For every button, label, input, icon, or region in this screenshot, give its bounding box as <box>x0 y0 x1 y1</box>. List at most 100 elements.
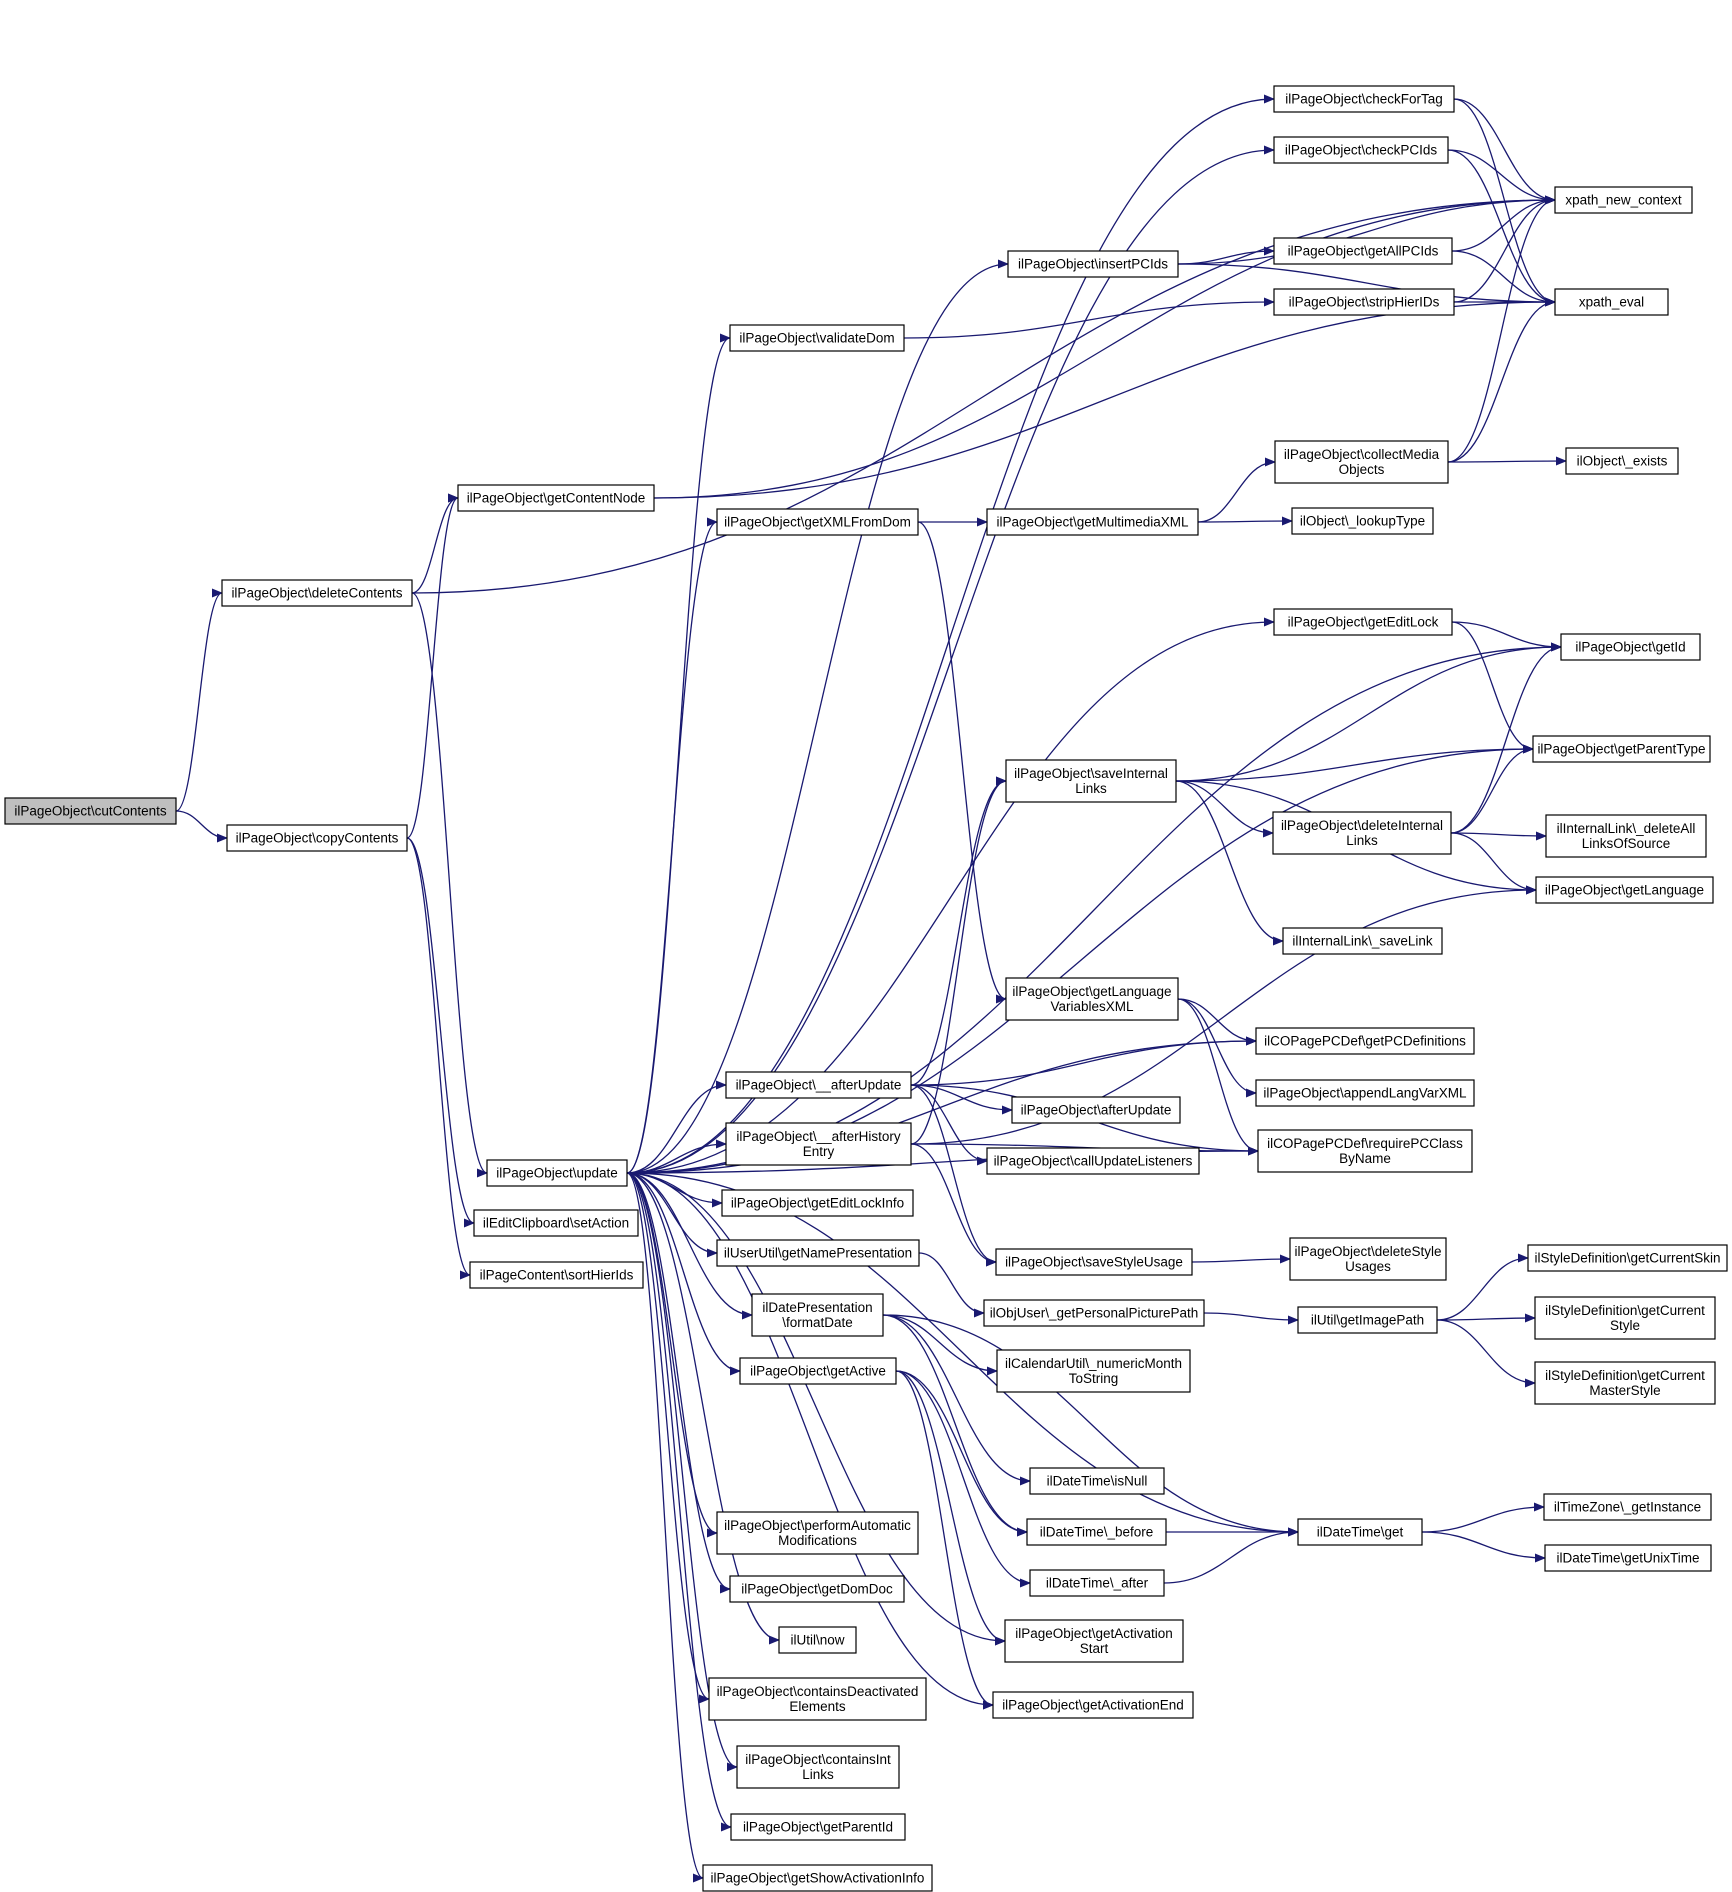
node-perform-automatic-modifications[interactable]: ilPageObject\performAutomaticModificatio… <box>716 1511 919 1555</box>
node-get-multimedia-xml[interactable]: ilPageObject\getMultimediaXML <box>986 508 1199 536</box>
node-insert-pcids[interactable]: ilPageObject\insertPCIds <box>1007 250 1179 278</box>
node-label: ilCOPagePCDef\requirePCClass <box>1267 1136 1463 1151</box>
node-save-link[interactable]: ilInternalLink\_saveLink <box>1282 927 1443 955</box>
node-box <box>1273 608 1453 636</box>
edge-update-to-check-for-tag <box>626 94 1275 1174</box>
edge-get-language-variables-xml-to-append-lang-var-xml <box>1177 998 1257 1098</box>
node-get-image-path[interactable]: ilUtil\getImagePath <box>1297 1306 1438 1334</box>
node-get-id[interactable]: ilPageObject\getId <box>1560 633 1701 661</box>
node-label: ilPageObject\copyContents <box>236 831 399 846</box>
edge-format-date-to-numeric-month-to-string <box>882 1314 998 1376</box>
node-format-date[interactable]: ilDatePresentation\formatDate <box>751 1293 884 1337</box>
node-xpath-eval[interactable]: xpath_eval <box>1554 288 1669 316</box>
node-obj-exists[interactable]: ilObject\_exists <box>1565 447 1679 475</box>
edge-get-personal-picture-path-to-get-image-path <box>1203 1312 1299 1325</box>
edge-copy-contents-to-sort-hier-ids <box>406 837 471 1280</box>
node-call-update-listeners[interactable]: ilPageObject\callUpdateListeners <box>986 1147 1200 1175</box>
node-box <box>1291 507 1434 535</box>
node-private-after-update[interactable]: ilPageObject\__afterUpdate <box>725 1071 912 1099</box>
node-get-edit-lock[interactable]: ilPageObject\getEditLock <box>1273 608 1453 636</box>
node-label: ByName <box>1339 1151 1391 1166</box>
node-delete-contents[interactable]: ilPageObject\deleteContents <box>221 579 413 607</box>
edge-get-image-path-to-get-current-style <box>1436 1313 1536 1323</box>
node-lookup-type[interactable]: ilObject\_lookupType <box>1291 507 1434 535</box>
node-box <box>1273 136 1449 164</box>
node-check-for-tag[interactable]: ilPageObject\checkForTag <box>1273 85 1455 113</box>
edge-update-to-get-activation-end <box>626 1172 994 1710</box>
node-label: ilPageObject\__afterUpdate <box>736 1078 902 1093</box>
edges-layer <box>175 94 1567 1883</box>
node-box <box>736 1745 900 1789</box>
edge-update-to-private-after-history-entry <box>626 1139 727 1174</box>
node-check-pcids[interactable]: ilPageObject\checkPCIds <box>1273 136 1449 164</box>
node-get-parent-type[interactable]: ilPageObject\getParentType <box>1532 735 1711 763</box>
node-get-active[interactable]: ilPageObject\getActive <box>739 1357 897 1385</box>
node-get-content-node[interactable]: ilPageObject\getContentNode <box>457 484 655 512</box>
node-get-language[interactable]: ilPageObject\getLanguage <box>1535 876 1714 904</box>
node-append-lang-var-xml[interactable]: ilPageObject\appendLangVarXML <box>1255 1079 1475 1107</box>
node-box <box>716 508 919 536</box>
edge-get-active-to-before <box>895 1370 1028 1537</box>
node-save-style-usage[interactable]: ilPageObject\saveStyleUsage <box>995 1248 1193 1276</box>
edge-private-after-update-to-call-update-listeners <box>910 1084 988 1166</box>
node-copy-contents[interactable]: ilPageObject\copyContents <box>226 824 408 852</box>
node-get-activation-end[interactable]: ilPageObject\getActivationEnd <box>992 1691 1194 1719</box>
node-after[interactable]: ilDateTime\_after <box>1029 1569 1165 1597</box>
node-label: ilStyleDefinition\getCurrentSkin <box>1534 1251 1720 1266</box>
node-get-parent-id[interactable]: ilPageObject\getParentId <box>730 1813 906 1841</box>
node-box <box>996 1349 1191 1393</box>
node-get-unix-time[interactable]: ilDateTime\getUnixTime <box>1544 1544 1712 1572</box>
node-get-current-skin[interactable]: ilStyleDefinition\getCurrentSkin <box>1527 1244 1728 1272</box>
node-sort-hier-ids[interactable]: ilPageContent\sortHierIds <box>469 1261 644 1289</box>
edge-delete-contents-to-xpath-new-context <box>411 195 1556 594</box>
node-label: ilPageObject\deleteContents <box>231 586 402 601</box>
node-label: ilPageContent\sortHierIds <box>480 1268 634 1283</box>
node-box <box>751 1293 884 1337</box>
node-get-dom-doc[interactable]: ilPageObject\getDomDoc <box>729 1575 905 1603</box>
node-validate-dom[interactable]: ilPageObject\validateDom <box>729 324 905 352</box>
node-strip-hier-ids[interactable]: ilPageObject\stripHierIDs <box>1273 288 1455 316</box>
node-get-personal-picture-path[interactable]: ilObjUser\_getPersonalPicturePath <box>983 1299 1205 1327</box>
node-label: ilUserUtil\getNamePresentation <box>724 1246 912 1261</box>
node-get-xmlfrom-dom[interactable]: ilPageObject\getXMLFromDom <box>716 508 919 536</box>
node-box <box>1029 1467 1165 1495</box>
node-get-edit-lock-info[interactable]: ilPageObject\getEditLockInfo <box>721 1189 914 1217</box>
node-xpath-new-context[interactable]: xpath_new_context <box>1554 186 1693 214</box>
node-before[interactable]: ilDateTime\_before <box>1026 1518 1167 1546</box>
edge-copy-contents-to-set-action <box>406 837 475 1228</box>
node-label: ilUtil\now <box>790 1633 844 1648</box>
node-is-null[interactable]: ilDateTime\isNull <box>1029 1467 1165 1495</box>
node-box <box>729 1575 905 1603</box>
node-after-update[interactable]: ilPageObject\afterUpdate <box>1011 1096 1181 1124</box>
node-dt-get[interactable]: ilDateTime\get <box>1297 1518 1423 1546</box>
node-get-name-presentation[interactable]: ilUserUtil\getNamePresentation <box>716 1239 920 1267</box>
node-update[interactable]: ilPageObject\update <box>486 1159 628 1187</box>
node-get-instance[interactable]: ilTimeZone\_getInstance <box>1543 1493 1712 1521</box>
node-get-show-activation-info[interactable]: ilPageObject\getShowActivationInfo <box>702 1864 933 1892</box>
node-cut-contents[interactable]: ilPageObject\cutContents <box>4 797 177 825</box>
edge-update-to-get-show-activation-info <box>626 1172 704 1883</box>
node-label: ilInternalLink\_deleteAll <box>1557 821 1696 836</box>
edge-save-style-usage-to-delete-style-usages <box>1191 1254 1291 1264</box>
node-get-pcdefinitions[interactable]: ilCOPagePCDef\getPCDefinitions <box>1255 1027 1475 1055</box>
node-set-action[interactable]: ilEditClipboard\setAction <box>473 1209 639 1237</box>
node-box <box>1554 186 1693 214</box>
node-box <box>986 508 1199 536</box>
node-get-all-pcids[interactable]: ilPageObject\getAllPCIds <box>1273 237 1453 265</box>
node-now[interactable]: ilUtil\now <box>778 1626 857 1654</box>
node-label: ilPageObject\appendLangVarXML <box>1263 1086 1467 1101</box>
